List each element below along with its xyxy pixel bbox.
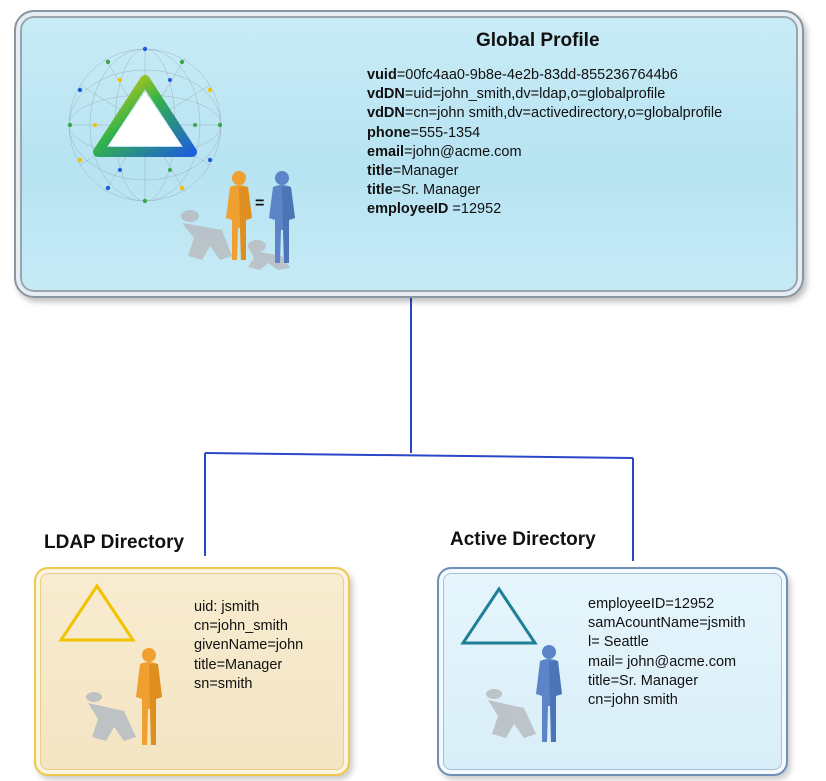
attribute-value: cn=john smith,dv=activedirectory,o=globa… (413, 105, 723, 122)
ldap-directory-attributes: uid: jsmith cn=john_smith givenName=john ti… (194, 598, 303, 694)
global-profile-title: Global Profile (476, 30, 600, 51)
global-attribute-row: phone=555-1354 (367, 124, 722, 143)
global-attribute-row: email=john@acme.com (367, 143, 722, 162)
ad-person-icon (486, 645, 562, 742)
attribute-value: Manager (401, 163, 459, 180)
attribute-key: vdDN (367, 86, 405, 103)
equals-sign: = (255, 195, 264, 212)
ad-triangle-icon (460, 586, 538, 645)
ldap-attribute-line: givenName=john (194, 637, 304, 654)
attribute-value: uid=john_smith,dv=ldap,o=globalprofile (413, 86, 666, 103)
ad-attribute-line: employeeID=12952 (588, 596, 715, 612)
identity-match-people-icon: = (181, 171, 295, 270)
ldap-attribute-line: cn=john_smith (194, 618, 288, 635)
ldap-attribute-line: sn=smith (194, 675, 253, 692)
attribute-separator: = (396, 67, 406, 83)
ad-attribute-line: mail= john@acme.com (588, 653, 737, 670)
attribute-key: email (367, 143, 405, 160)
connector-branch (204, 452, 634, 459)
attribute-value: 12952 (460, 201, 502, 218)
attribute-key: vdDN (367, 105, 405, 122)
ad-attribute-line: cn=john smith (588, 692, 678, 709)
ad-attribute-line: samAcountName=jsmith (588, 615, 746, 632)
blue-person-icon (269, 171, 295, 263)
ldap-attribute-line: title=Manager (194, 656, 283, 673)
ldap-attribute-line: uid: jsmith (194, 599, 260, 615)
virtual-directory-logo-icon (67, 46, 223, 204)
ad-attribute-line: title=Sr. Manager (588, 672, 699, 689)
attribute-separator: = (410, 124, 419, 141)
attribute-separator: = (404, 105, 414, 122)
attribute-value: Sr. Manager (401, 182, 481, 199)
attribute-key: title (367, 182, 393, 199)
attribute-separator: = (392, 163, 402, 180)
attribute-separator: = (404, 143, 413, 160)
ldap-person-icon (86, 648, 162, 745)
active-directory-title: Active Directory (450, 529, 596, 550)
attribute-separator: = (404, 86, 414, 103)
orange-person-icon (226, 171, 252, 260)
attribute-key: employeeID (367, 201, 449, 218)
shadow-icon (181, 210, 290, 270)
attribute-value: 00fc4aa0-9b8e-4e2b-83dd-8552367644b6 (405, 67, 678, 83)
ldap-directory-title: LDAP Directory (44, 532, 185, 553)
attribute-separator: = (392, 182, 402, 199)
ad-attribute-line: l= Seattle (588, 634, 649, 651)
global-attribute-row: employeeID =12952 (367, 200, 722, 219)
attribute-key: vuid (367, 67, 397, 83)
active-directory-attributes: employeeID=12952 samAcountName=jsmith l= S… (588, 595, 746, 710)
attribute-key: phone (367, 124, 411, 141)
attribute-value: 555-1354 (418, 124, 481, 141)
attribute-value: john@acme.com (412, 143, 522, 160)
attribute-key: title (367, 163, 393, 180)
global-attribute-row: vdDN=uid=john_smith,dv=ldap,o=globalprof… (367, 85, 722, 104)
ldap-triangle-icon (58, 583, 136, 642)
global-attribute-row: vuid=00fc4aa0-9b8e-4e2b-83dd-8552367644b… (367, 66, 722, 85)
global-attribute-row: title=Sr. Manager (367, 181, 722, 200)
global-profile-attributes: vuid=00fc4aa0-9b8e-4e2b-83dd-8552367644b… (367, 66, 722, 220)
active-directory-panel (437, 567, 788, 776)
global-attribute-row: title=Manager (367, 162, 722, 181)
attribute-separator: = (448, 201, 461, 218)
global-attribute-row: vdDN=cn=john smith,dv=activedirectory,o=… (367, 104, 722, 123)
